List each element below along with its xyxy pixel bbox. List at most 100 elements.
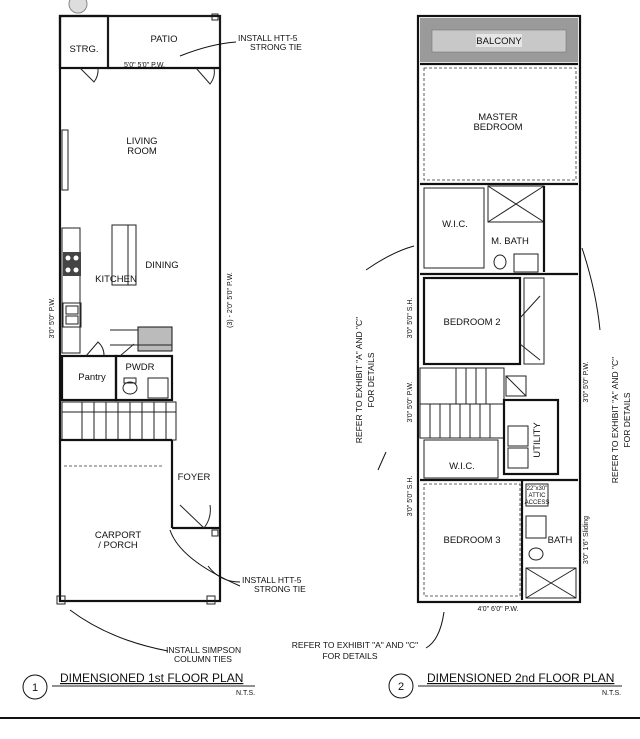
corner-marker: [68, 0, 88, 14]
bottom-dimension: 4'0" 6'0" P.W.: [478, 606, 519, 613]
vanity: [525, 515, 547, 539]
column-marker: [206, 595, 216, 605]
simpson-callout-2: COLUMN TIES: [174, 654, 232, 664]
plan-scale: N.T.S.: [602, 690, 621, 697]
attic-access: [525, 483, 549, 507]
foyer-label: FOYER: [178, 472, 211, 483]
second-floor-exterior-wall: [416, 14, 582, 604]
refer-bottom-callout-2: FOR DETAILS: [322, 651, 377, 661]
powder-label: PWDR: [125, 362, 154, 373]
utility-label: UTILITY: [532, 422, 543, 458]
door-swing: [519, 295, 541, 319]
bedroom-2: [422, 276, 522, 366]
vanity: [147, 377, 169, 399]
pantry-label: Pantry: [78, 372, 106, 383]
left-mid-dimension: 3'0" 5'0" P.W.: [407, 381, 414, 422]
tub: [525, 567, 577, 599]
powder-room: [114, 354, 174, 402]
right-low-dimension: 3'0" 1'6" Sliding: [583, 516, 590, 564]
wic-top-label: W.I.C.: [442, 219, 468, 230]
first-floor-title-block: 1 DIMENSIONED 1st FLOOR PLAN N.T.S.: [22, 671, 255, 700]
toilet: [493, 254, 507, 270]
left-top-dimension: 3'0" 5'0" S.H.: [407, 298, 414, 339]
sink: [62, 302, 82, 328]
door-swing: [519, 343, 541, 361]
refer-left-callout-2: FOR DETAILS: [366, 352, 376, 407]
range: [63, 252, 81, 276]
leader-line: [425, 611, 445, 649]
living-label-1: LIVING: [126, 136, 157, 147]
refer-bottom-callout-1: REFER TO EXHIBIT "A" AND "C": [292, 640, 418, 650]
left-wall-dimension: 3'0" 5'0" P.W.: [49, 297, 56, 338]
storage-label: STRG.: [69, 44, 98, 55]
door-swing: [179, 504, 211, 529]
column-marker: [211, 529, 219, 537]
stair: [61, 401, 177, 441]
fireplace: [61, 129, 69, 191]
bedroom-3-label: BEDROOM 3: [443, 535, 500, 546]
htt-bottom-callout-1: INSTALL HTT-5: [242, 575, 302, 585]
bedroom-2-label: BEDROOM 2: [443, 317, 500, 328]
leader-line: [169, 529, 241, 587]
bedroom-3: [423, 483, 521, 597]
dining-label: DINING: [145, 260, 178, 271]
htt-top-callout-1: INSTALL HTT-5: [238, 33, 298, 43]
first-floor-labels: STRG. PATIO LIVING ROOM DINING KITCHEN P…: [49, 33, 306, 664]
attic-label-1: 22"x30": [527, 486, 548, 492]
vanity: [513, 253, 539, 273]
master-label-2: BEDROOM: [473, 122, 522, 133]
plan-title: DIMENSIONED 1st FLOOR PLAN: [60, 671, 243, 685]
second-floor-title-block: 2 DIMENSIONED 2nd FLOOR PLAN N.T.S.: [388, 671, 622, 699]
living-label-2: ROOM: [127, 146, 157, 157]
leader-line: [207, 565, 241, 583]
stair: [419, 367, 505, 439]
plan-number: 2: [398, 681, 404, 693]
kitchen-counter: [61, 227, 81, 354]
first-floor-plan: [56, 0, 241, 652]
htt-top-callout-2: STRONG TIE: [250, 42, 302, 52]
plan-number-badge: [22, 674, 48, 700]
wic-bottom-label: W.I.C.: [449, 461, 475, 472]
master-bath-label: M. BATH: [491, 236, 529, 247]
toilet: [122, 381, 138, 395]
leader-line: [377, 451, 387, 471]
walk-in-closet-bottom: [423, 439, 499, 479]
attic-label-3: ACCESS: [525, 500, 550, 506]
hvac: [505, 375, 527, 397]
master-label-1: MASTER: [478, 112, 518, 123]
plan-title: DIMENSIONED 2nd FLOOR PLAN: [427, 671, 614, 685]
door-swing: [79, 67, 99, 83]
leader-line: [365, 245, 415, 271]
dryer: [507, 447, 529, 469]
left-low-dimension: 3'0" 5'0" S.H.: [407, 476, 414, 517]
door-swing: [195, 67, 215, 85]
refer-right-callout-1: REFER TO EXHIBIT "A" AND "C": [610, 357, 620, 483]
kitchen-label: KITCHEN: [95, 274, 137, 285]
plan-number: 1: [32, 682, 38, 694]
first-floor-exterior-wall: [58, 14, 222, 603]
patio-label: PATIO: [150, 34, 177, 45]
carport-label-2: / PORCH: [98, 540, 138, 551]
plan-scale: N.T.S.: [236, 690, 255, 697]
leader-line: [69, 609, 169, 652]
column-marker: [56, 595, 66, 605]
walk-in-closet-top: [423, 187, 485, 269]
cabinet: [137, 326, 173, 352]
second-floor-labels: BALCONY MASTER BEDROOM W.I.C. M. BATH BE…: [292, 34, 632, 661]
leader-line: [179, 41, 237, 57]
utility-room: [502, 398, 560, 476]
attic-label-2: ATTIC: [529, 493, 547, 499]
patio-dimension: 5'0" 5'0" P.W.: [124, 62, 165, 69]
leader-line: [581, 247, 601, 331]
carport-label-1: CARPORT: [95, 530, 141, 541]
simpson-callout-1: INSTALL SIMPSON: [166, 645, 241, 655]
second-floor-plan: [365, 14, 601, 649]
toilet: [528, 547, 544, 561]
right-mid-dimension: 3'0" 5'0" P.W.: [583, 361, 590, 402]
htt-bottom-callout-2: STRONG TIE: [254, 584, 306, 594]
bath-label: BATH: [548, 535, 573, 546]
plan-number-badge: [388, 673, 414, 699]
island: [111, 224, 137, 286]
washer: [507, 425, 529, 447]
